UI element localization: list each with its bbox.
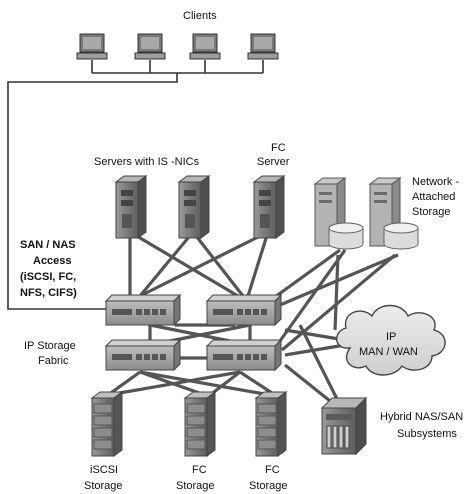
nas-label-line3: Storage xyxy=(412,206,451,218)
iscsi-server xyxy=(114,175,148,239)
nas-label-line2: Attached xyxy=(412,191,456,203)
fc-storage2-label-line2: Storage xyxy=(249,480,288,492)
access-label-line2: Access xyxy=(33,255,72,267)
fc-storage-array xyxy=(254,391,288,457)
fabric-label-line2: Fabric xyxy=(38,355,69,367)
fabric-switch xyxy=(205,338,283,372)
iscsi-server xyxy=(177,175,211,239)
nas-device xyxy=(368,177,419,250)
client-computer xyxy=(247,33,279,60)
cloud-label-line1: IP xyxy=(386,331,397,343)
access-label-line3: (iSCSI, FC, xyxy=(20,271,77,283)
fc-server xyxy=(252,175,286,239)
access-label-line1: SAN / NAS xyxy=(20,239,76,251)
fabric-switch xyxy=(104,338,182,372)
fc-server-label-line1: FC xyxy=(271,142,286,154)
fc-storage2-label-line1: FC xyxy=(265,464,280,476)
network-links xyxy=(107,230,399,407)
hybrid-label-line1: Hybrid NAS/SAN xyxy=(380,411,464,423)
ip-man-wan-cloud xyxy=(336,304,446,376)
fabric-switch xyxy=(104,293,182,327)
clients-label: Clients xyxy=(183,10,217,22)
client-network-line xyxy=(7,60,264,310)
iscsi-storage-label-line1: iSCSI xyxy=(90,464,119,476)
iscsi-storage-array xyxy=(90,391,124,457)
nas-device xyxy=(313,177,364,250)
fc-storage1-label-line1: FC xyxy=(192,464,207,476)
nas-label-line1: Network - xyxy=(412,176,460,188)
hybrid-nas-san-subsystem xyxy=(320,396,368,456)
servers-iscsi-label: Servers with IS -NICs xyxy=(94,156,200,168)
iscsi-storage-label-line2: Storage xyxy=(84,480,123,492)
access-label-line4: NFS, CIFS) xyxy=(20,287,77,299)
fc-storage-array xyxy=(183,391,217,457)
fabric-label-line1: IP Storage xyxy=(24,340,76,352)
fabric-switch xyxy=(205,293,283,327)
hybrid-label-line2: Subsystems xyxy=(397,428,457,440)
client-computer xyxy=(189,33,221,60)
cloud-label-line2: MAN / WAN xyxy=(359,346,418,358)
fc-storage1-label-line2: Storage xyxy=(176,480,215,492)
client-computer xyxy=(76,33,108,60)
fc-server-label-line2: Server xyxy=(257,156,290,168)
client-computer xyxy=(134,33,166,60)
